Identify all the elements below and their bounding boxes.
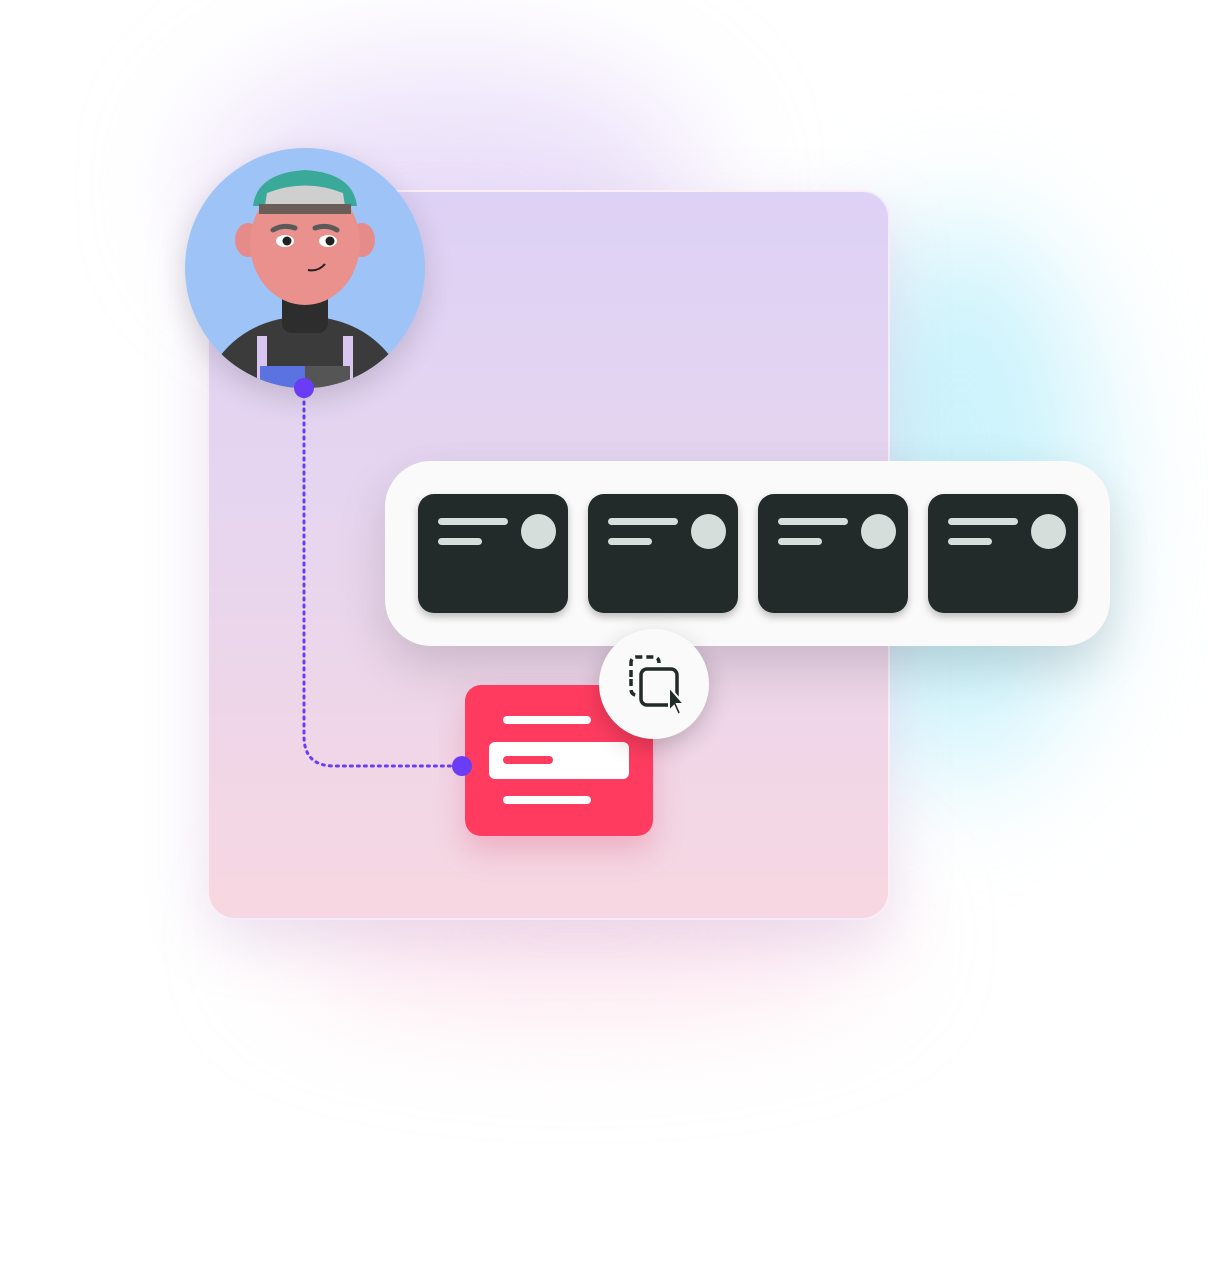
toolbar-card-2[interactable] xyxy=(588,494,738,613)
card-line xyxy=(503,796,591,804)
card-line xyxy=(778,538,822,545)
toolbar-card-3[interactable] xyxy=(758,494,908,613)
user-avatar[interactable] xyxy=(185,148,425,388)
toolbar-card-1[interactable] xyxy=(418,494,568,613)
card-line xyxy=(948,538,992,545)
card-avatar-dot xyxy=(1031,514,1066,549)
copy-select-icon xyxy=(629,655,685,715)
avatar-connector-node[interactable] xyxy=(294,378,314,398)
card-line xyxy=(438,538,482,545)
card-avatar-dot xyxy=(521,514,556,549)
row-line xyxy=(503,756,553,764)
card-line xyxy=(778,518,848,525)
card-line xyxy=(438,518,508,525)
card-line xyxy=(608,518,678,525)
card-line xyxy=(948,518,1018,525)
card-avatar-dot xyxy=(861,514,896,549)
card-avatar-dot xyxy=(691,514,726,549)
toolbar-card-4[interactable] xyxy=(928,494,1078,613)
copy-button[interactable] xyxy=(599,629,709,739)
cursor-pointer-icon xyxy=(668,684,685,715)
card-line xyxy=(503,716,591,724)
card-line xyxy=(608,538,652,545)
card-toolbar xyxy=(385,461,1110,646)
highlighted-row[interactable] xyxy=(489,742,629,779)
card-connector-node[interactable] xyxy=(452,756,472,776)
